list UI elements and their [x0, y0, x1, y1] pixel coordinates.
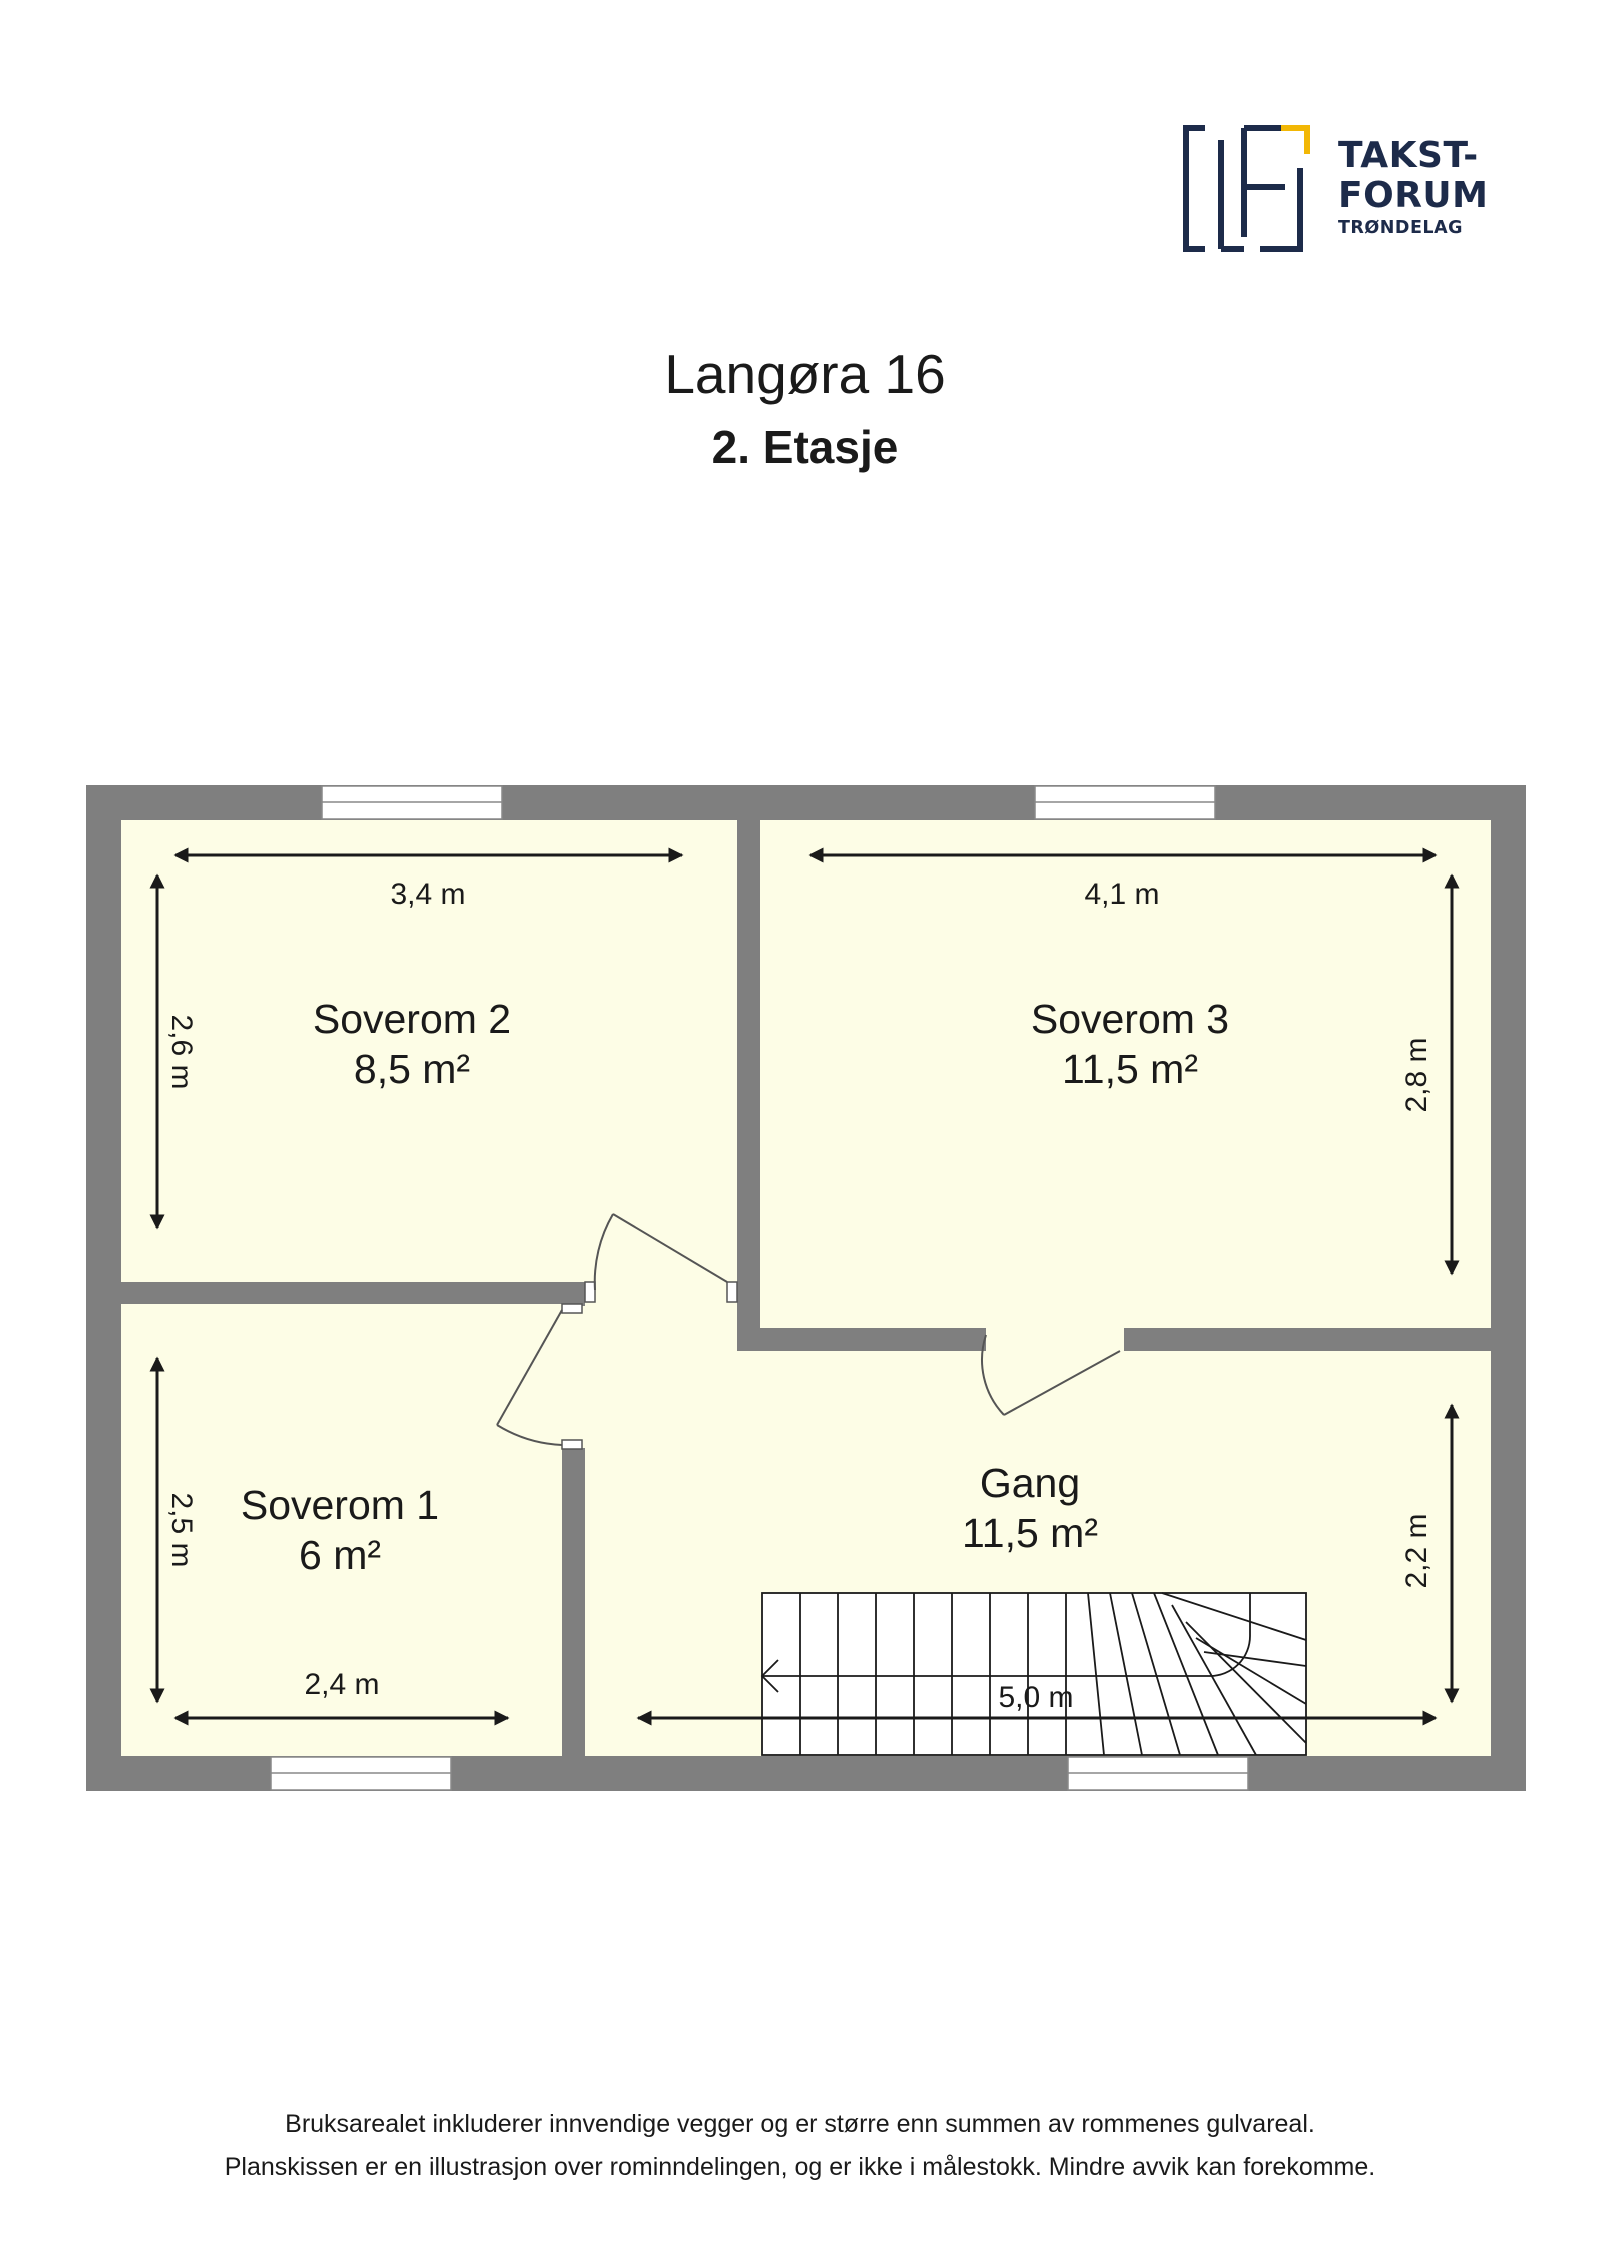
dim-label-soverom-1-depth: 2,5 m — [165, 1492, 198, 1567]
room-area-gang: 11,5 m² — [962, 1510, 1098, 1556]
staircase — [760, 1592, 1307, 1756]
room-name-soverom-2: Soverom 2 — [313, 996, 511, 1042]
room-name-gang: Gang — [980, 1460, 1080, 1506]
dim-label-soverom-2-depth: 2,6 m — [165, 1014, 198, 1089]
dim-label-soverom-3-depth: 2,8 m — [1400, 1037, 1433, 1112]
room-area-soverom-2: 8,5 m² — [354, 1046, 470, 1092]
floor-soverom-1 — [121, 1304, 562, 1756]
dim-label-soverom-3-width: 4,1 m — [1084, 878, 1159, 911]
door-jamb — [561, 1303, 583, 1314]
door-gap-soverom-2 — [585, 1280, 737, 1306]
room-name-soverom-1: Soverom 1 — [241, 1482, 439, 1528]
room-area-soverom-1: 6 m² — [299, 1532, 381, 1578]
logo-line-3: TRØNDELAG — [1338, 218, 1463, 238]
door-jamb — [561, 1439, 583, 1450]
window — [1034, 785, 1216, 820]
floor-soverom-3 — [760, 820, 1491, 1328]
dim-label-gang-width: 5,0 m — [998, 1681, 1073, 1714]
logo-wordmark: TAKST- FORUM TRØNDELAG — [1338, 138, 1488, 238]
door-gap-soverom-1 — [560, 1306, 587, 1448]
floor-soverom-2 — [121, 820, 737, 1282]
page-subtitle: 2. Etasje — [711, 421, 899, 473]
footer-note-1: Bruksarealet inkluderer innvendige vegge… — [285, 2110, 1315, 2138]
window — [1067, 1756, 1249, 1791]
dim-label-soverom-1-width: 2,4 m — [304, 1668, 379, 1701]
door-jamb — [726, 1281, 738, 1303]
dim-label-gang-depth: 2,2 m — [1400, 1513, 1433, 1588]
logo-line-2: FORUM — [1338, 175, 1489, 216]
footer-note-2: Planskissen er en illustrasjon over romi… — [224, 2153, 1376, 2181]
room-name-soverom-3: Soverom 3 — [1031, 996, 1229, 1042]
door-soverom-2 — [593, 1213, 728, 1291]
window — [321, 785, 503, 820]
takst-forum-logo-icon — [1183, 125, 1310, 252]
door-soverom-1 — [496, 1309, 563, 1446]
logo-line-1: TAKST- — [1338, 135, 1479, 176]
page-title: Langøra 16 — [664, 343, 946, 405]
window — [270, 1756, 452, 1791]
door-jamb — [584, 1281, 596, 1303]
door-gap-soverom-3 — [986, 1326, 1124, 1353]
door-soverom-3 — [981, 1334, 1121, 1416]
room-area-soverom-3: 11,5 m² — [1062, 1046, 1198, 1092]
dim-label-soverom-2-width: 3,4 m — [390, 878, 465, 911]
